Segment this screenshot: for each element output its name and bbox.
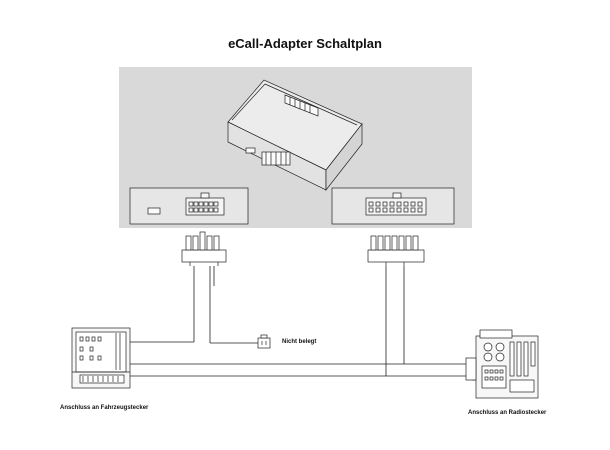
unused-connector	[257, 334, 271, 349]
left-cable-plug	[181, 231, 227, 266]
label-vehicle-connector: Anschluss an Fahrzeugstecker	[60, 405, 149, 411]
vehicle-connector	[71, 327, 131, 389]
adapter-side-view-right	[331, 187, 455, 225]
adapter-top-connector	[284, 94, 319, 117]
wiring-harness	[130, 266, 472, 377]
right-cable-plug	[367, 235, 425, 266]
adapter-side-view-left	[129, 187, 249, 225]
radio-connector	[465, 329, 539, 399]
page-title: eCall-Adapter Schaltplan	[228, 36, 382, 51]
adapter-usb-port	[245, 147, 256, 154]
adapter-front-connector	[261, 151, 291, 166]
label-not-connected: Nicht belegt	[282, 339, 317, 345]
label-radio-connector: Anschluss an Radiostecker	[468, 410, 547, 416]
adapter-box	[227, 79, 363, 192]
